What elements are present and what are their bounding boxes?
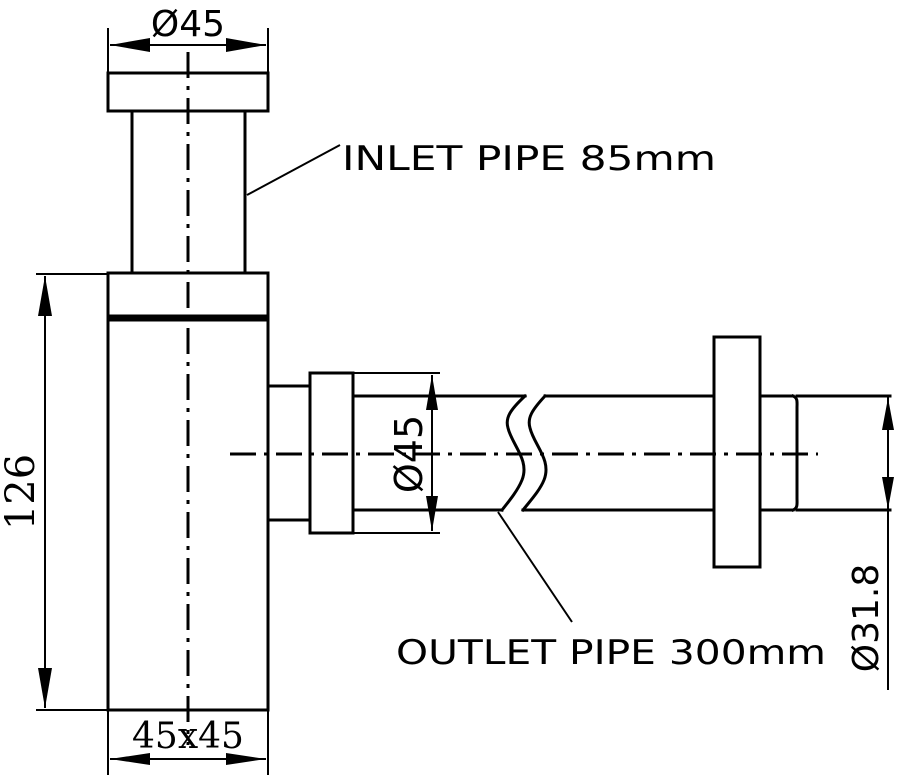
arrow-down — [426, 496, 438, 531]
body-section-label: 45x45 — [132, 716, 244, 757]
outlet-diameter-dimension: Ø45 — [353, 372, 440, 534]
outlet-end-diameter-dimension: Ø31.8 — [846, 397, 894, 690]
arrow-up — [882, 398, 894, 430]
inlet-pipe-label: INLET PIPE 85mm — [342, 139, 716, 179]
body-height-dimension: 126 — [0, 273, 108, 711]
body-section-dimension: 45x45 — [107, 710, 269, 775]
outlet-pipe-label: OUTLET PIPE 300mm — [396, 633, 826, 673]
arrow-down — [882, 477, 894, 509]
inlet-pipe — [130, 109, 247, 275]
arrow-left — [110, 753, 150, 765]
outlet-flange — [712, 335, 892, 569]
inlet-pipe-callout: INLET PIPE 85mm — [246, 139, 716, 196]
outlet-end-diameter-label: Ø31.8 — [846, 564, 887, 673]
outlet-diameter-label: Ø45 — [387, 415, 431, 493]
arrow-right — [226, 38, 266, 52]
inlet-diameter-label: Ø45 — [151, 4, 225, 45]
inlet-diameter-dimension: Ø45 — [107, 4, 269, 73]
arrow-up — [38, 276, 52, 316]
arrow-down — [38, 668, 52, 708]
body-height-label: 126 — [0, 454, 44, 530]
arrow-left — [110, 38, 150, 52]
outlet-pipe-callout: OUTLET PIPE 300mm — [396, 511, 826, 673]
arrow-right — [226, 753, 266, 765]
arrow-up — [426, 375, 438, 410]
